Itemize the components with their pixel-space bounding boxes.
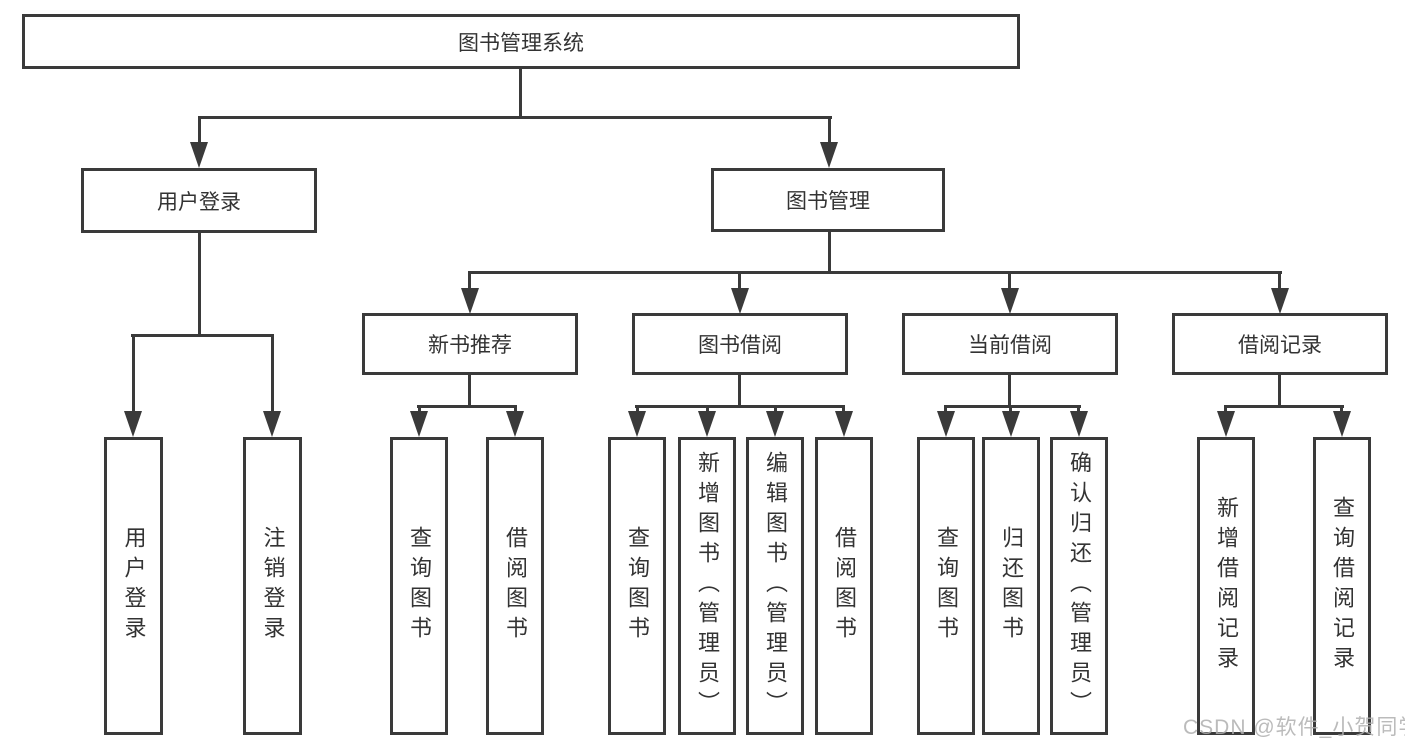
leaf-borrow-books-2-label: 借阅图书	[832, 526, 857, 646]
watermark: CSDN @软件_小贺同学	[1183, 716, 1405, 739]
connector-rail	[1224, 405, 1344, 408]
connector-drop	[738, 271, 741, 291]
connector-drop	[706, 405, 709, 415]
node-new-book-recommend-label: 新书推荐	[428, 334, 512, 357]
connector-drop	[636, 405, 639, 415]
node-borrowing-records: 借阅记录	[1172, 313, 1388, 375]
connector-rail	[417, 405, 517, 408]
arrowhead-down-icon	[628, 411, 646, 437]
leaf-query-books-2-label: 查询图书	[625, 526, 650, 646]
connector-drop	[1077, 405, 1080, 415]
arrowhead-down-icon	[1001, 288, 1019, 314]
connector-drop	[1278, 271, 1281, 291]
connector-drop	[468, 271, 471, 291]
connector-l2-rail	[198, 116, 832, 119]
node-user-login-label: 用户登录	[157, 190, 241, 214]
connector-root-stem	[519, 69, 522, 119]
leaf-confirm-return-admin: 确认归还（管理员）	[1050, 437, 1108, 735]
connector-stem	[738, 375, 741, 408]
node-new-book-recommend: 新书推荐	[362, 313, 578, 375]
connector-drop	[514, 405, 517, 415]
node-book-borrowing: 图书借阅	[632, 313, 848, 375]
arrowhead-down-icon	[820, 142, 838, 168]
connector-drop	[1224, 405, 1227, 415]
arrowhead-down-icon	[937, 411, 955, 437]
node-book-borrowing-label: 图书借阅	[698, 334, 782, 357]
leaf-query-books-2: 查询图书	[608, 437, 666, 735]
leaf-user-login-label: 用户登录	[121, 526, 147, 646]
leaf-query-borrow-record: 查询借阅记录	[1313, 437, 1371, 735]
leaf-add-book-admin-label: 新增图书（管理员）	[695, 451, 720, 721]
node-root: 图书管理系统	[22, 14, 1020, 69]
connector-l2-drop-left	[198, 116, 201, 146]
leaf-logout: 注销登录	[243, 437, 302, 735]
connector-drop	[132, 334, 135, 414]
connector-rail	[635, 405, 845, 408]
connector-drop	[1340, 405, 1343, 415]
arrowhead-down-icon	[766, 411, 784, 437]
leaf-confirm-return-admin-label: 确认归还（管理员）	[1067, 451, 1092, 721]
leaf-query-books-1: 查询图书	[390, 437, 448, 735]
connector-drop	[842, 405, 845, 415]
connector-l2-drop-right	[828, 116, 831, 146]
connector-stem	[1008, 375, 1011, 408]
connector-drop	[1009, 405, 1012, 415]
arrowhead-down-icon	[1070, 411, 1088, 437]
arrowhead-down-icon	[410, 411, 428, 437]
leaf-add-borrow-record-label: 新增借阅记录	[1214, 496, 1239, 676]
connector-l3-rail	[468, 271, 1282, 274]
arrowhead-down-icon	[461, 288, 479, 314]
arrowhead-down-icon	[1217, 411, 1235, 437]
leaf-user-login: 用户登录	[104, 437, 163, 735]
leaf-return-book: 归还图书	[982, 437, 1040, 735]
leaf-query-borrow-record-label: 查询借阅记录	[1330, 496, 1355, 676]
arrowhead-down-icon	[1333, 411, 1351, 437]
leaf-borrow-books-1: 借阅图书	[486, 437, 544, 735]
leaf-add-borrow-record: 新增借阅记录	[1197, 437, 1255, 735]
leaf-add-book-admin: 新增图书（管理员）	[678, 437, 736, 735]
node-current-borrowing: 当前借阅	[902, 313, 1118, 375]
leaf-logout-label: 注销登录	[260, 526, 286, 646]
arrowhead-down-icon	[1271, 288, 1289, 314]
connector-drop	[774, 405, 777, 415]
leaf-borrow-books-1-label: 借阅图书	[503, 526, 528, 646]
connector-drop	[418, 405, 421, 415]
arrowhead-down-icon	[124, 411, 142, 437]
connector-drop	[944, 405, 947, 415]
connector-drop	[271, 334, 274, 414]
connector-rail	[944, 405, 1081, 408]
arrowhead-down-icon	[1002, 411, 1020, 437]
arrowhead-down-icon	[731, 288, 749, 314]
leaf-query-books-3-label: 查询图书	[934, 526, 959, 646]
arrowhead-down-icon	[698, 411, 716, 437]
connector-user-login-stem	[198, 233, 201, 337]
leaf-query-books-1-label: 查询图书	[407, 526, 432, 646]
leaf-edit-book-admin: 编辑图书（管理员）	[746, 437, 804, 735]
leaf-return-book-label: 归还图书	[999, 526, 1024, 646]
arrowhead-down-icon	[835, 411, 853, 437]
arrowhead-down-icon	[506, 411, 524, 437]
connector-stem	[1278, 375, 1281, 408]
node-book-management-label: 图书管理	[786, 190, 870, 213]
arrowhead-down-icon	[190, 142, 208, 168]
leaf-edit-book-admin-label: 编辑图书（管理员）	[763, 451, 788, 721]
connector-drop	[1008, 271, 1011, 291]
node-borrowing-records-label: 借阅记录	[1238, 334, 1322, 357]
leaf-query-books-3: 查询图书	[917, 437, 975, 735]
leaf-borrow-books-2: 借阅图书	[815, 437, 873, 735]
arrowhead-down-icon	[263, 411, 281, 437]
node-book-management: 图书管理	[711, 168, 945, 232]
connector-stem	[468, 375, 471, 408]
node-user-login: 用户登录	[81, 168, 317, 233]
node-current-borrowing-label: 当前借阅	[968, 334, 1052, 357]
node-root-label: 图书管理系统	[458, 31, 584, 55]
connector-book-mgmt-stem	[828, 232, 831, 274]
connector-user-login-rail	[131, 334, 274, 337]
